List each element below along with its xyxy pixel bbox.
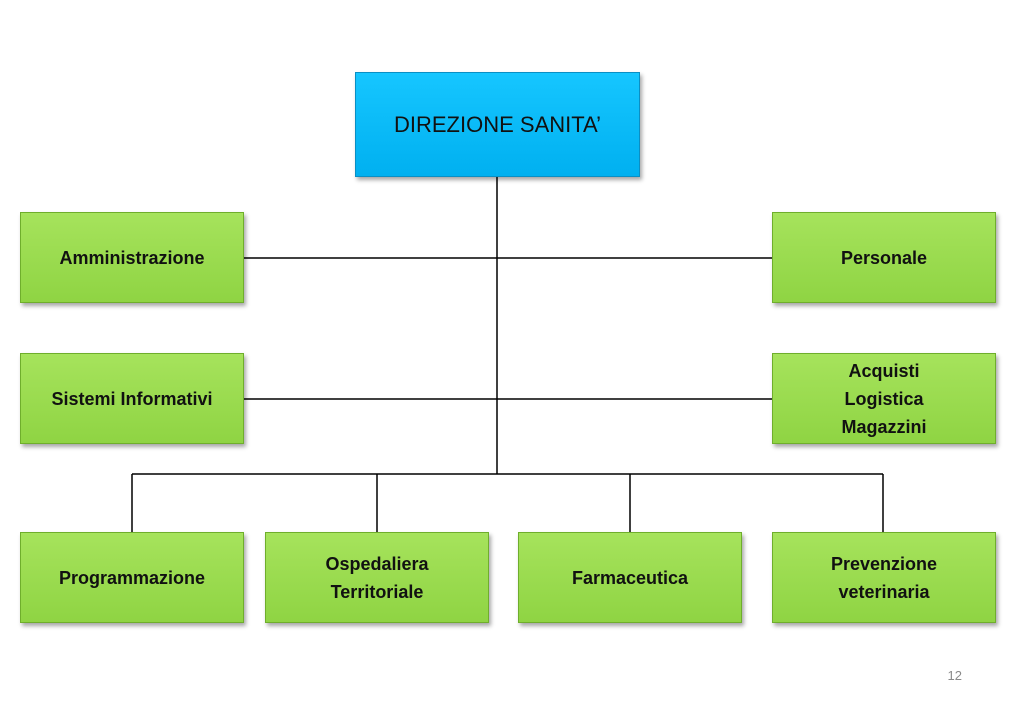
node-programmazione: Programmazione	[20, 532, 244, 623]
node-amministrazione: Amministrazione	[20, 212, 244, 303]
node-label-line-2: Territoriale	[330, 581, 424, 602]
page-number: 12	[947, 668, 962, 683]
node-label: Sistemi Informativi	[51, 388, 213, 409]
node-label-line-1: Ospedaliera	[325, 553, 429, 574]
node-farmaceutica: Farmaceutica	[518, 532, 742, 623]
node-label-line-2: Logistica	[844, 388, 924, 409]
node-label: Amministrazione	[59, 247, 205, 268]
node-sistemi-informativi: Sistemi Informativi	[20, 353, 244, 444]
node-label-line-1: Prevenzione	[830, 553, 938, 574]
node-label-line-3: Magazzini	[841, 416, 927, 437]
node-prevenzione-veterinaria: Prevenzione veterinaria	[772, 532, 996, 623]
node-label-line-1: Acquisti	[848, 360, 920, 381]
node-label: Programmazione	[58, 567, 206, 588]
node-label: Personale	[840, 247, 928, 268]
node-label-line-2: veterinaria	[838, 581, 930, 602]
node-ospedaliera-territoriale: Ospedaliera Territoriale	[265, 532, 489, 623]
node-direzione-sanita: DIREZIONE SANITA’	[355, 72, 640, 177]
node-personale: Personale	[772, 212, 996, 303]
node-acquisti-logistica-magazzini: Acquisti Logistica Magazzini	[772, 353, 996, 444]
node-label: DIREZIONE SANITA’	[394, 111, 601, 137]
node-label: Farmaceutica	[571, 567, 689, 588]
